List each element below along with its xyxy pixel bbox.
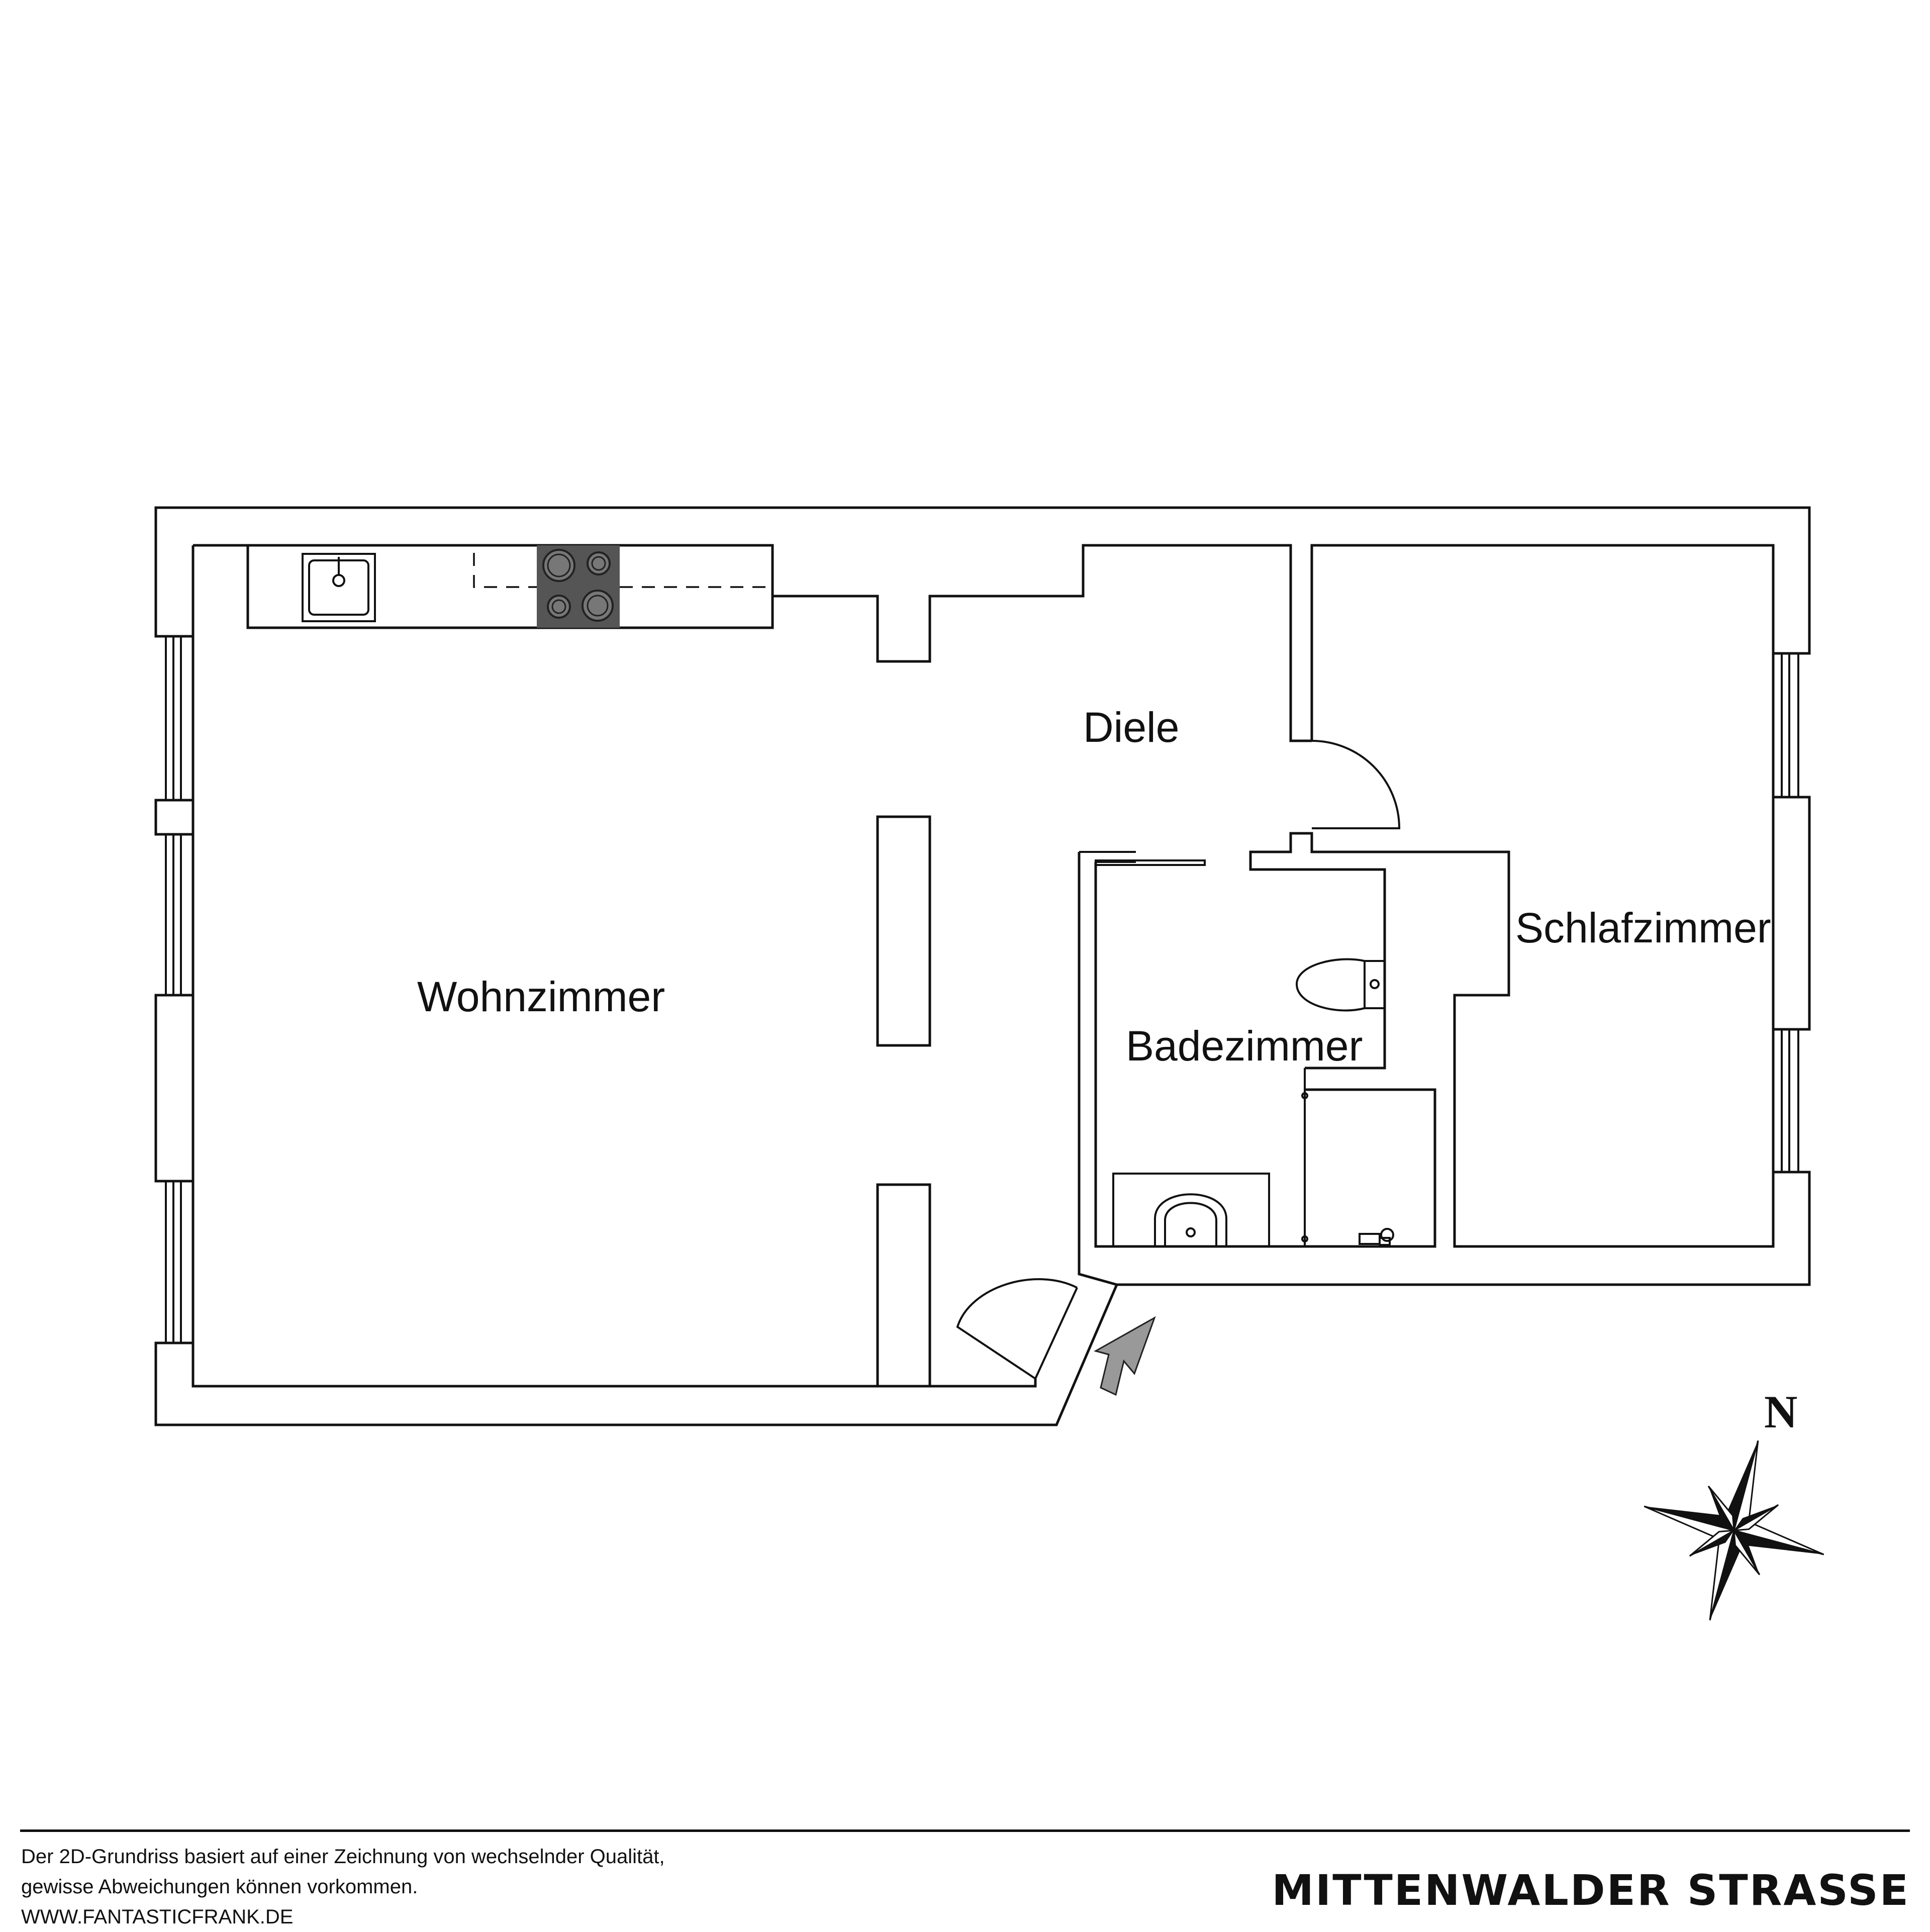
bedroom-door-swing	[1311, 740, 1401, 829]
footer-disclaimer: Der 2D-Grundriss basiert auf einer Zeich…	[21, 1842, 665, 1932]
window-west	[165, 635, 194, 801]
bathroom-door-leaf	[1095, 859, 1206, 866]
stove	[537, 545, 620, 628]
window-east	[1772, 1028, 1799, 1173]
room-label-bath: Badezimmer	[1126, 1022, 1363, 1070]
disclaimer-line-1: Der 2D-Grundriss basiert auf einer Zeich…	[21, 1846, 665, 1868]
kitchen-sink	[302, 553, 376, 622]
appliance-outline	[473, 553, 773, 588]
disclaimer-line-2: gewisse Abweichungen können vorkommen.	[21, 1876, 418, 1898]
bathroom-header	[1079, 851, 1136, 863]
room-label-hall: Diele	[1083, 704, 1179, 751]
entrance-arrow	[1094, 1316, 1156, 1396]
shower-glass-hinge	[1301, 1092, 1308, 1099]
bathroom-inner-wall	[1094, 862, 1436, 1248]
compass-north-label: N	[1764, 1386, 1797, 1437]
room-label-bedroom: Schlafzimmer	[1515, 904, 1771, 951]
shower-fitting	[1359, 1228, 1394, 1246]
entrance-door	[956, 1278, 1078, 1380]
partition-wall-south	[876, 1183, 931, 1386]
footer-divider	[20, 1829, 1910, 1832]
living-room-wall-south	[191, 545, 1037, 1388]
washbasin	[1112, 1173, 1270, 1247]
shower-glass-hinge	[1301, 1235, 1308, 1242]
toilet	[1295, 958, 1386, 1012]
street-name: MITTENWALDER STRASSE	[1272, 1866, 1910, 1915]
window-west	[165, 1180, 194, 1344]
website-link[interactable]: WWW.FANTASTICFRANK.DE	[21, 1906, 294, 1928]
room-label-living: Wohnzimmer	[417, 973, 665, 1020]
kitchen-counter	[246, 544, 774, 629]
compass-rose-icon	[1644, 1440, 1824, 1621]
outer-wall	[154, 506, 1811, 1426]
bathroom-wall	[1078, 852, 1117, 1286]
bedroom-wall	[1249, 544, 1775, 1248]
partition-column	[876, 815, 931, 1047]
window-west	[165, 833, 194, 996]
window-east	[1772, 652, 1799, 798]
